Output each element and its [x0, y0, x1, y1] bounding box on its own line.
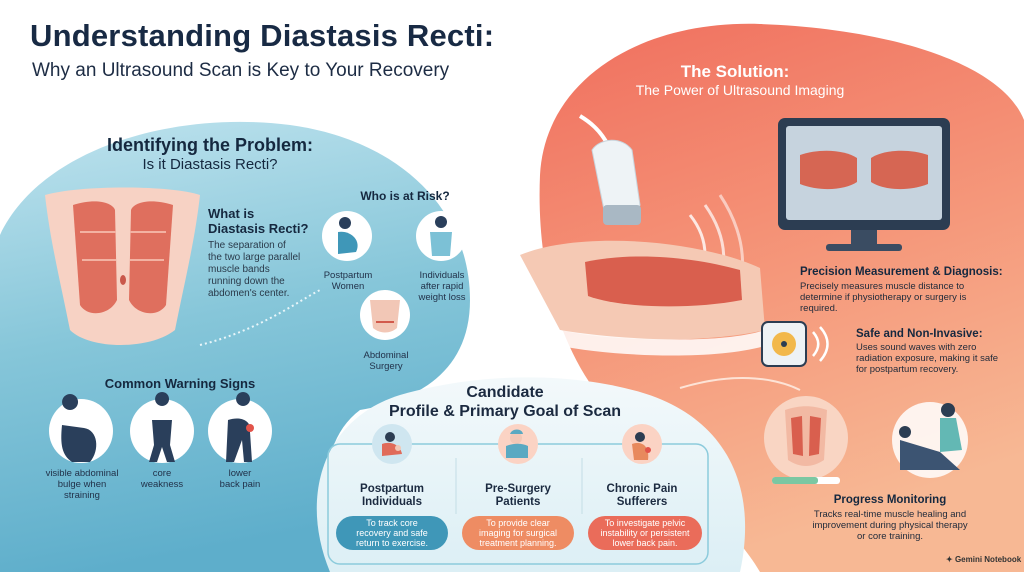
page-subtitle: Why an Ultrasound Scan is Key to Your Re… [32, 60, 450, 81]
candidate-name-chronic-pain: Chronic Pain Sufferers [606, 483, 678, 508]
therapy-icon [892, 402, 968, 478]
goal-pill-postpartum: To track core recovery and safe return t… [336, 516, 448, 550]
risk-label-surgery: Abdominal Surgery [363, 350, 409, 372]
radiation-safe-icon [761, 321, 829, 367]
problem-subtitle: Is it Diastasis Recti? [142, 156, 278, 173]
risk-label-postpartum: Postpartum Women [323, 270, 373, 292]
risk-label-weight-loss: Individuals after rapid weight loss [418, 270, 466, 303]
solution-title: The Solution: [680, 62, 790, 81]
warning-label-bulge: visible abdominal bulge when straining [45, 468, 119, 501]
what-is-title: What is Diastasis Recti? [208, 206, 309, 236]
candidate-name-presurgery: Pre-Surgery Patients [485, 483, 551, 508]
monitor-icon [778, 118, 950, 251]
problem-title: Identifying the Problem: [106, 135, 313, 155]
candidate-title: Candidate Profile & Primary Goal of Scan [388, 384, 622, 420]
page-title: Understanding Diastasis Recti: [30, 18, 495, 53]
progress-abdomen-icon [764, 396, 848, 484]
warning-label-weakness: core weakness [140, 468, 184, 490]
what-is-description: The separation of the two large parallel… [208, 240, 301, 299]
risk-title: Who is at Risk? [360, 189, 450, 203]
warning-label-back-pain: lower back pain [219, 468, 261, 490]
feature-desc-precision: Precisely measures muscle distance to de… [800, 281, 967, 314]
feature-title-safe: Safe and Non-Invasive: [856, 328, 983, 340]
feature-desc-progress: Tracks real-time muscle healing and impr… [812, 509, 968, 542]
star-icon: ✦ [946, 555, 953, 564]
solution-subtitle: The Power of Ultrasound Imaging [635, 82, 845, 98]
feature-title-progress: Progress Monitoring [833, 494, 947, 506]
abdomen-illustration [45, 187, 200, 345]
body-illustration [520, 240, 768, 356]
warning-signs-title: Common Warning Signs [104, 376, 256, 391]
candidate-name-postpartum: Postpartum Individuals [360, 483, 424, 508]
brand-label: ✦ Gemini Notebook [946, 555, 1022, 564]
feature-title-precision: Precision Measurement & Diagnosis: [800, 266, 1003, 278]
goal-pill-chronic-pain: To investigate pelvic instability or per… [588, 516, 702, 550]
goal-pill-presurgery: To provide clear imaging for surgical tr… [462, 516, 574, 550]
feature-desc-safe: Uses sound waves with zero radiation exp… [856, 342, 999, 375]
